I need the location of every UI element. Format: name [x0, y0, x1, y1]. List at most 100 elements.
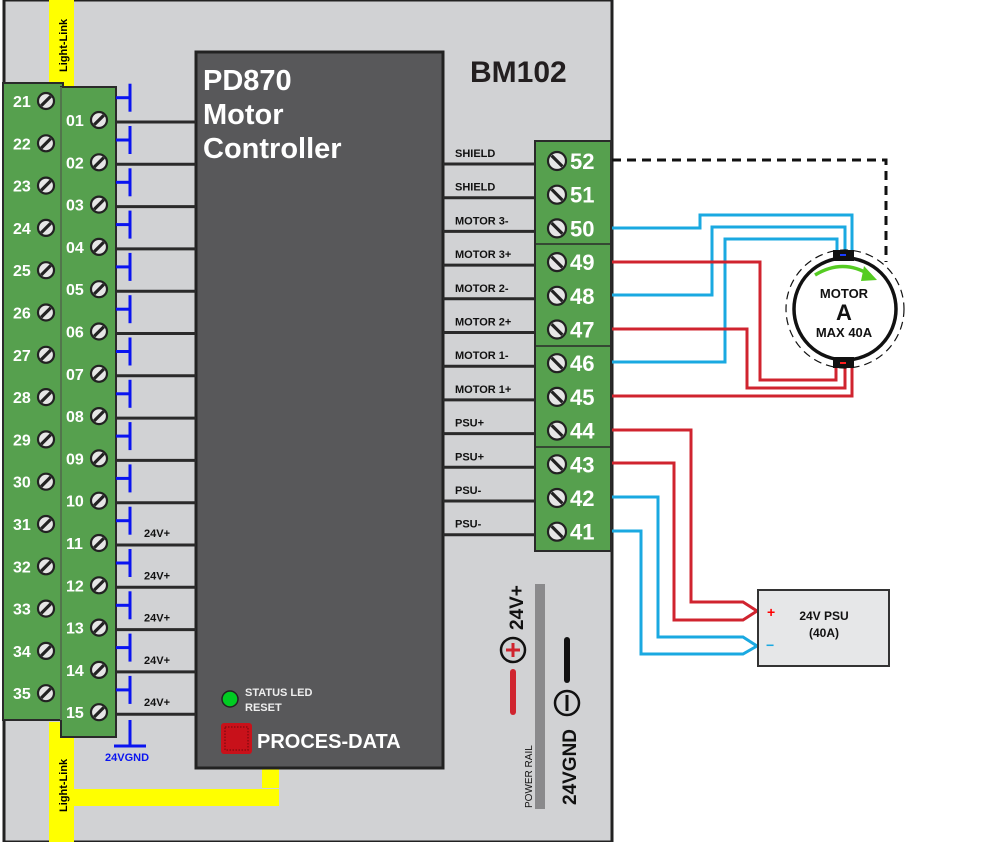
- screw-icon[interactable]: [89, 703, 109, 722]
- screw-icon[interactable]: [546, 184, 568, 205]
- screw-icon[interactable]: [36, 430, 56, 449]
- terminal-22[interactable]: 22: [13, 134, 56, 153]
- terminal-number: 46: [570, 351, 594, 376]
- motor-label-line2: A: [836, 300, 852, 325]
- terminal-08[interactable]: 08: [66, 407, 109, 426]
- terminal-49[interactable]: 49: [546, 250, 594, 275]
- terminal-number: 47: [570, 318, 594, 343]
- screw-icon[interactable]: [89, 576, 109, 595]
- screw-icon[interactable]: [36, 134, 56, 153]
- terminal-number: 14: [66, 663, 84, 680]
- screw-icon[interactable]: [89, 237, 109, 256]
- screw-icon[interactable]: [546, 252, 568, 273]
- psu-label-line1: 24V PSU: [799, 609, 848, 623]
- screw-icon[interactable]: [546, 420, 568, 441]
- screw-icon[interactable]: [89, 110, 109, 130]
- terminal-15[interactable]: 15: [66, 703, 109, 722]
- terminal-29[interactable]: 29: [13, 430, 56, 449]
- screw-icon[interactable]: [89, 407, 109, 426]
- brand-name: PROCES-DATA: [257, 731, 401, 753]
- wire-psu-neg-2: [612, 529, 758, 656]
- screw-icon[interactable]: [36, 303, 56, 322]
- terminal-13[interactable]: 13: [66, 618, 109, 638]
- screw-icon[interactable]: [36, 176, 56, 195]
- screw-icon[interactable]: [89, 195, 109, 214]
- terminal-number: 41: [570, 520, 594, 545]
- screw-icon[interactable]: [89, 364, 109, 383]
- terminal-41[interactable]: 41: [546, 520, 594, 545]
- terminal-32[interactable]: 32: [13, 557, 56, 576]
- terminal-14[interactable]: 14: [66, 660, 109, 680]
- terminal-12[interactable]: 12: [66, 576, 109, 595]
- screw-icon[interactable]: [89, 153, 109, 172]
- reset-label: RESET: [245, 702, 282, 714]
- screw-icon[interactable]: [546, 285, 568, 306]
- screw-icon[interactable]: [89, 322, 109, 341]
- screw-icon[interactable]: [546, 454, 568, 475]
- terminal-07[interactable]: 07: [66, 364, 109, 384]
- terminal-number: 28: [13, 390, 31, 407]
- screw-icon[interactable]: [89, 533, 109, 553]
- screw-icon[interactable]: [546, 150, 568, 172]
- terminal-02[interactable]: 02: [66, 153, 109, 172]
- terminal-21[interactable]: 21: [13, 91, 56, 111]
- wire-psu-neg-1: [612, 495, 758, 648]
- terminal-50[interactable]: 50: [546, 216, 594, 241]
- terminal-34[interactable]: 34: [13, 641, 56, 661]
- terminal-05[interactable]: 05: [66, 280, 109, 299]
- screw-icon[interactable]: [89, 660, 109, 680]
- terminal-10[interactable]: 10: [66, 491, 109, 511]
- screw-icon[interactable]: [546, 218, 568, 239]
- terminal-51[interactable]: 51: [546, 183, 594, 208]
- screw-icon[interactable]: [546, 487, 568, 509]
- screw-icon[interactable]: [36, 684, 56, 703]
- terminal-52[interactable]: 52: [546, 149, 594, 174]
- wire-motor1-neg: [612, 237, 839, 364]
- terminal-47[interactable]: 47: [546, 318, 594, 343]
- terminal-01[interactable]: 01: [66, 110, 109, 130]
- screw-icon[interactable]: [89, 491, 109, 510]
- terminal-06[interactable]: 06: [66, 322, 109, 342]
- screw-icon[interactable]: [36, 472, 56, 491]
- terminal-44[interactable]: 44: [546, 419, 595, 444]
- terminal-24[interactable]: 24: [13, 218, 56, 238]
- terminal-48[interactable]: 48: [546, 284, 594, 309]
- terminal-33[interactable]: 33: [13, 599, 56, 619]
- screw-icon[interactable]: [36, 557, 56, 576]
- terminal-28[interactable]: 28: [13, 388, 56, 407]
- terminal-11[interactable]: 11: [66, 533, 109, 553]
- terminal-45[interactable]: 45: [546, 385, 594, 410]
- terminal-26[interactable]: 26: [13, 303, 56, 323]
- terminal-30[interactable]: 30: [13, 472, 56, 492]
- screw-icon[interactable]: [36, 345, 56, 364]
- terminal-23[interactable]: 23: [13, 176, 56, 196]
- terminal-25[interactable]: 25: [13, 261, 56, 280]
- terminal-09[interactable]: 09: [66, 449, 109, 468]
- screw-icon[interactable]: [89, 280, 109, 299]
- terminal-43[interactable]: 43: [546, 452, 594, 477]
- terminal-46[interactable]: 46: [546, 351, 594, 376]
- screw-icon[interactable]: [36, 388, 56, 407]
- signal-label: MOTOR 1+: [455, 384, 511, 396]
- screw-icon[interactable]: [546, 386, 568, 407]
- screw-icon[interactable]: [89, 449, 109, 468]
- terminal-number: 06: [66, 325, 84, 342]
- screw-icon[interactable]: [36, 599, 56, 618]
- screw-icon[interactable]: [36, 514, 56, 534]
- terminal-03[interactable]: 03: [66, 195, 109, 215]
- terminal-04[interactable]: 04: [66, 237, 109, 257]
- screw-icon[interactable]: [546, 521, 568, 542]
- terminal-27[interactable]: 27: [13, 345, 56, 365]
- screw-icon[interactable]: [89, 618, 109, 637]
- screw-icon[interactable]: [36, 91, 56, 111]
- wire-motor3-neg: [612, 213, 854, 250]
- terminal-35[interactable]: 35: [13, 684, 56, 703]
- screw-icon[interactable]: [546, 353, 568, 374]
- terminal-42[interactable]: 42: [546, 486, 594, 511]
- screw-icon[interactable]: [546, 319, 568, 340]
- screw-icon[interactable]: [36, 641, 56, 661]
- screw-icon[interactable]: [36, 261, 56, 280]
- terminal-31[interactable]: 31: [13, 514, 56, 534]
- screw-icon[interactable]: [36, 218, 56, 237]
- terminal-number: 22: [13, 136, 31, 153]
